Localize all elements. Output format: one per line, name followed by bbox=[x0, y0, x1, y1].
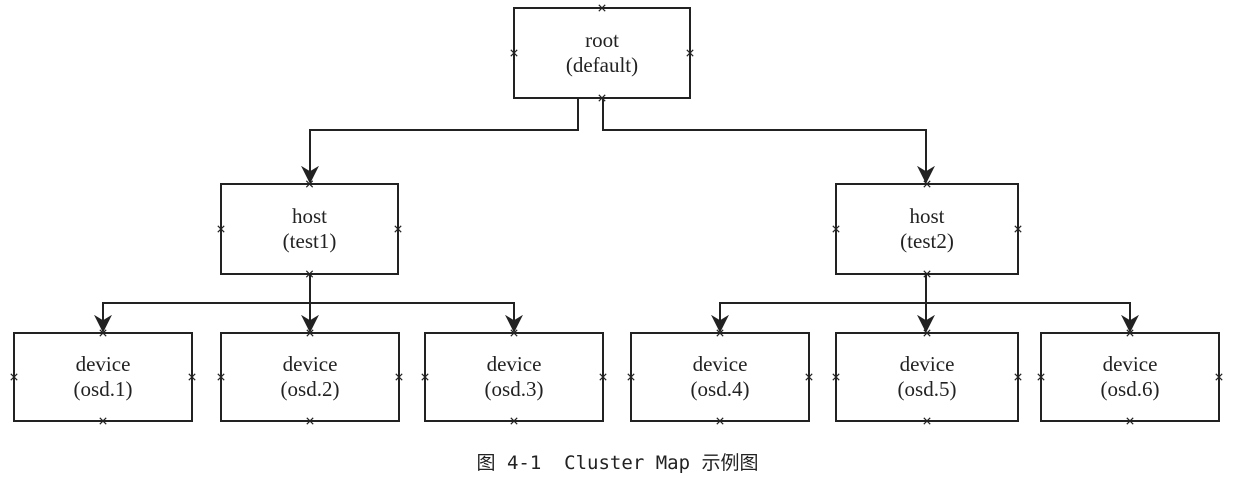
node-type-label: device bbox=[1103, 352, 1158, 376]
connection-point-marker bbox=[305, 180, 314, 188]
connection-point-marker bbox=[1037, 373, 1045, 381]
connection-point-marker bbox=[306, 417, 314, 425]
edges-layer bbox=[94, 98, 1139, 333]
node-name-label: (osd.2) bbox=[281, 377, 340, 401]
connection-point-marker bbox=[188, 373, 196, 381]
node-osd4: device(osd.4) bbox=[627, 329, 813, 425]
node-osd2: device(osd.2) bbox=[217, 329, 403, 425]
node-osd6: device(osd.6) bbox=[1037, 329, 1223, 425]
connection-point-marker bbox=[598, 4, 606, 12]
connection-point-marker bbox=[510, 49, 518, 57]
connection-point-marker bbox=[510, 417, 518, 425]
node-box bbox=[630, 332, 810, 422]
node-type-label: device bbox=[487, 352, 542, 376]
node-name-label: (osd.5) bbox=[898, 377, 957, 401]
node-name-label: (osd.4) bbox=[691, 377, 750, 401]
node-name-label: (osd.3) bbox=[485, 377, 544, 401]
edge-host2-to-osd4 bbox=[711, 302, 926, 333]
node-root: root(default) bbox=[510, 4, 694, 102]
connection-point-marker bbox=[923, 417, 931, 425]
connection-point-marker bbox=[627, 373, 635, 381]
connection-point-marker bbox=[923, 270, 931, 278]
connection-point-marker bbox=[99, 417, 107, 425]
edge-host1-to-osd3 bbox=[310, 302, 523, 333]
figure-caption: 图 4-1 Cluster Map 示例图 bbox=[476, 452, 759, 474]
node-box bbox=[13, 332, 193, 422]
node-type-label: root bbox=[585, 28, 619, 52]
node-type-label: host bbox=[909, 204, 944, 228]
node-osd1: device(osd.1) bbox=[10, 329, 196, 425]
node-type-label: device bbox=[76, 352, 131, 376]
connection-point-marker bbox=[832, 373, 840, 381]
connection-point-marker bbox=[510, 329, 518, 337]
connection-point-marker bbox=[1126, 417, 1134, 425]
connection-point-marker bbox=[217, 373, 225, 381]
node-host2: host(test2) bbox=[832, 180, 1022, 278]
node-name-label: (test1) bbox=[283, 229, 337, 253]
nodes-layer: root(default)host(test1)host(test2)devic… bbox=[10, 4, 1223, 425]
connection-point-marker bbox=[10, 373, 18, 381]
node-osd5: device(osd.5) bbox=[832, 329, 1022, 425]
connection-point-marker bbox=[99, 329, 107, 337]
connection-point-marker bbox=[305, 270, 314, 278]
connection-point-marker bbox=[1014, 373, 1022, 381]
connection-point-marker bbox=[1126, 329, 1134, 337]
connection-point-marker bbox=[832, 225, 840, 233]
connection-point-marker bbox=[686, 49, 694, 57]
connection-point-marker bbox=[306, 329, 314, 337]
connection-point-marker bbox=[805, 373, 813, 381]
node-name-label: (osd.1) bbox=[74, 377, 133, 401]
node-name-label: (osd.6) bbox=[1101, 377, 1160, 401]
node-box bbox=[220, 332, 400, 422]
connection-point-marker bbox=[217, 225, 225, 233]
connection-point-marker bbox=[1215, 373, 1223, 381]
connection-point-marker bbox=[923, 329, 931, 337]
edge-host2-to-osd6 bbox=[926, 302, 1139, 333]
node-box bbox=[424, 332, 604, 422]
node-osd3: device(osd.3) bbox=[421, 329, 607, 425]
connection-point-marker bbox=[395, 373, 403, 381]
edge-root-to-host2 bbox=[602, 98, 935, 184]
connection-point-marker bbox=[394, 225, 402, 233]
connection-point-marker bbox=[1014, 225, 1022, 233]
connection-point-marker bbox=[598, 94, 606, 102]
connection-point-marker bbox=[421, 373, 429, 381]
connection-point-marker bbox=[716, 329, 724, 337]
node-type-label: device bbox=[283, 352, 338, 376]
node-name-label: (test2) bbox=[900, 229, 954, 253]
connection-point-marker bbox=[923, 180, 931, 188]
connection-point-marker bbox=[716, 417, 724, 425]
node-type-label: device bbox=[900, 352, 955, 376]
node-type-label: device bbox=[693, 352, 748, 376]
node-host1: host(test1) bbox=[217, 180, 402, 278]
edge-root-to-host1 bbox=[301, 98, 579, 184]
node-type-label: host bbox=[292, 204, 327, 228]
node-name-label: (default) bbox=[566, 53, 638, 77]
edge-host1-to-osd1 bbox=[94, 302, 310, 333]
connection-point-marker bbox=[599, 373, 607, 381]
